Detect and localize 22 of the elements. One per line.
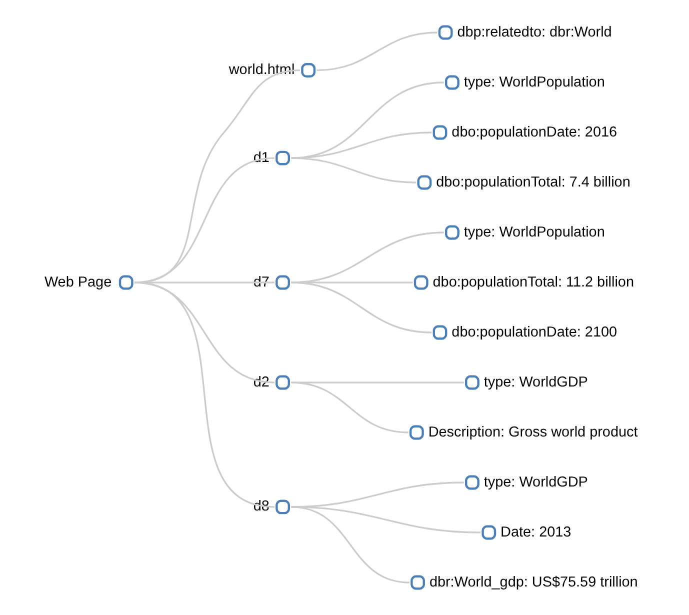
node-label: type: WorldGDP [483,474,588,490]
node-label: Date: 2013 [500,524,571,540]
node-label: dbo:populationTotal: 7.4 billion [436,174,630,190]
node-label: type: WorldPopulation [463,224,604,240]
connector [290,506,410,584]
connector [290,382,408,434]
node-label: type: WorldPopulation [463,74,604,90]
node-label: dbo:populationDate: 2016 [451,124,617,140]
node-label: Description: Gross world product [428,424,638,440]
connector [134,282,274,508]
node-label: dbr:World_gdp: US$75.59 trillion [428,574,638,590]
connector [290,82,444,159]
node-label: dbo:populationDate: 2100 [451,324,617,340]
connector [316,32,437,72]
connector [290,282,432,334]
connector [290,157,416,184]
node-label: type: WorldGDP [483,374,588,390]
connector [290,132,432,159]
node-label: world.html [228,62,294,78]
node-label: dbo:populationTotal: 11.2 billion [432,274,634,290]
node-label: Web Page [44,274,112,290]
node-label: dbp:relatedto: dbr:World [456,24,612,40]
